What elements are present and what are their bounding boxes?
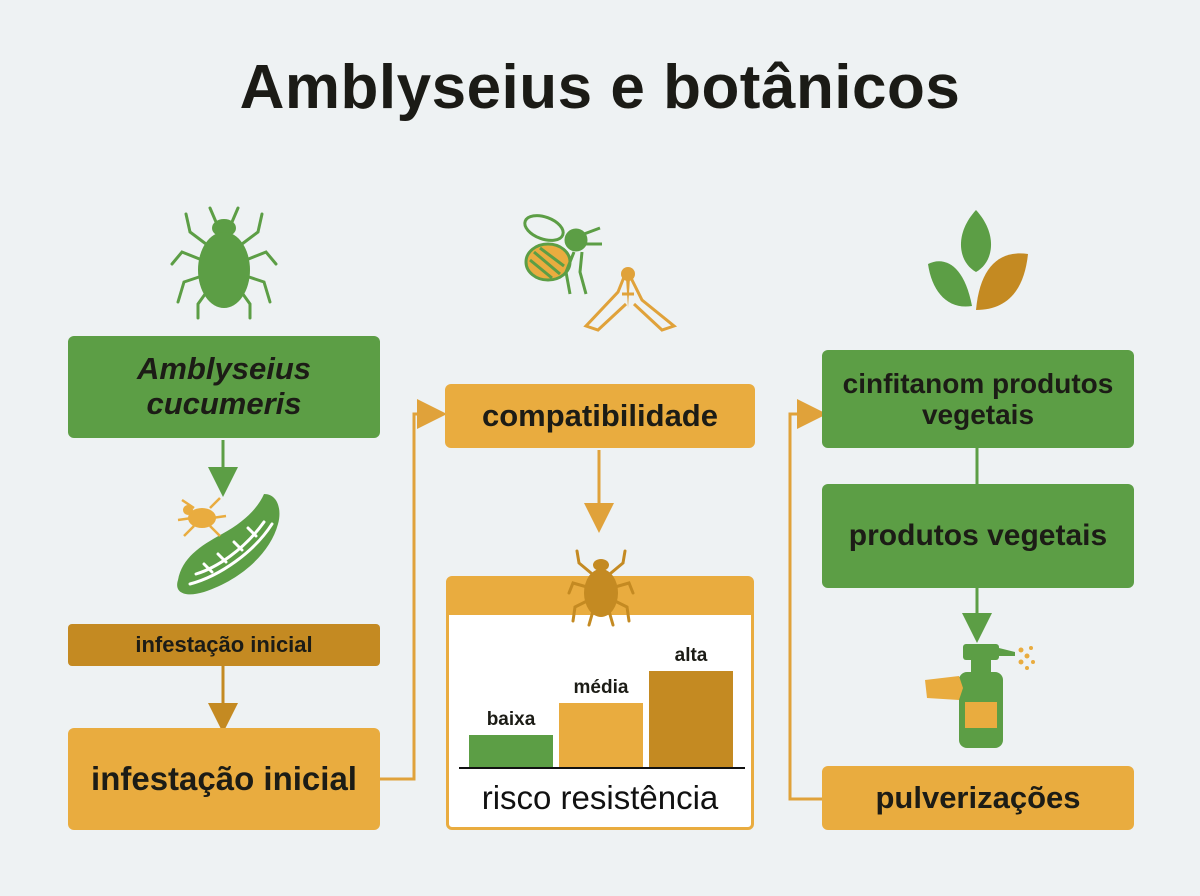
page-title: Amblyseius e botânicos: [239, 53, 961, 122]
infestation-label-bar: infestação inicial: [68, 624, 380, 666]
bar-0: [469, 735, 553, 767]
mite-icon: [170, 206, 278, 320]
moth-icon: [583, 267, 678, 332]
bar-label-2: alta: [674, 645, 708, 666]
spray-box: pulverizações: [822, 766, 1134, 830]
spray-bottle-icon: [925, 644, 1035, 748]
bar-label-0: baixa: [486, 709, 536, 730]
bee-icon: [523, 214, 602, 295]
chart-baseline: [459, 767, 745, 769]
cucumber-icon: [177, 494, 280, 595]
small-mite-icon: [567, 549, 635, 627]
compatibility-box: compatibilidade: [445, 384, 755, 448]
resistance-risk-chart: baixa média alta risco resistência: [446, 549, 754, 830]
bar-1: [559, 703, 643, 767]
infestation-box: infestação inicial: [68, 728, 380, 830]
bar-2: [649, 671, 733, 767]
leaves-icon: [928, 210, 1028, 310]
right-top-box: cinfitanom produtos vegetais: [822, 350, 1134, 448]
connector-infestation-to-compat: [378, 399, 447, 781]
connector-to-right-column: [788, 399, 827, 801]
chart-x-label: risco resistência: [481, 779, 719, 816]
chart-plot-area: baixa média alta: [449, 579, 751, 827]
predator-box: Amblyseius cucumeris: [68, 336, 380, 438]
bar-label-1: média: [573, 677, 629, 698]
right-mid-box: produtos vegetais: [822, 484, 1134, 588]
